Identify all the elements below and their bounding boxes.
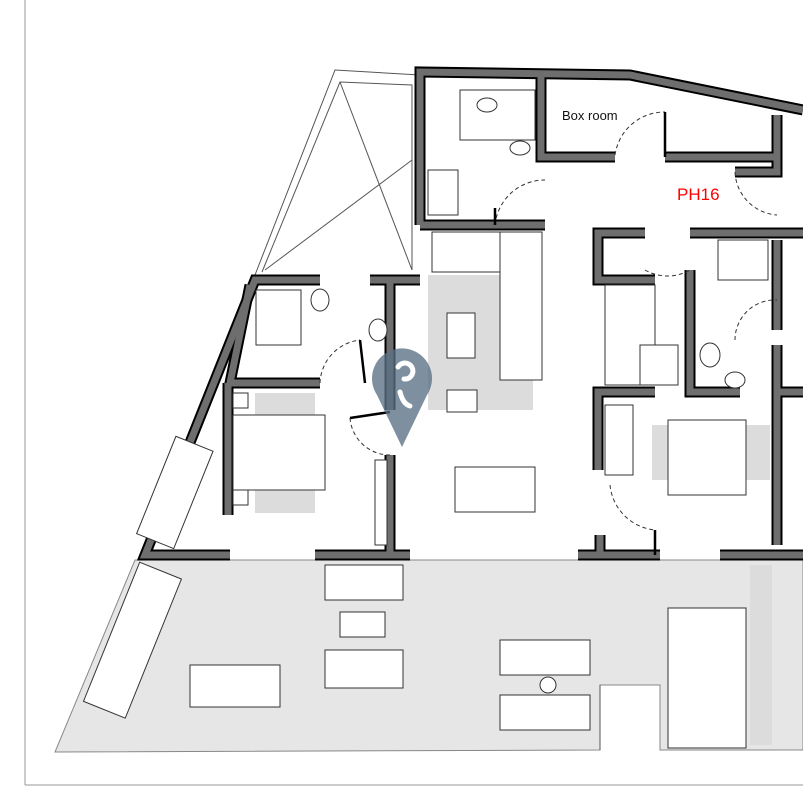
wall <box>686 270 740 396</box>
wall <box>416 68 803 225</box>
balcony <box>254 69 421 276</box>
sink <box>476 97 498 113</box>
location-pin-icon[interactable] <box>372 348 433 447</box>
wall <box>735 160 781 176</box>
outdoor-sofa <box>324 649 404 689</box>
armchair <box>446 389 478 413</box>
sink <box>724 371 746 389</box>
coffee-table <box>446 312 476 359</box>
bed-right <box>667 419 747 496</box>
doors <box>319 111 778 555</box>
room-label-box-room: Box room <box>562 108 618 123</box>
shower-corner <box>639 344 679 386</box>
outdoor-sofa <box>324 564 404 601</box>
hot-tub <box>667 607 747 749</box>
furniture <box>82 89 769 749</box>
wall <box>592 227 655 286</box>
cabinet <box>427 169 459 216</box>
shower <box>255 289 302 346</box>
bed-left <box>232 414 326 491</box>
walls <box>136 66 803 561</box>
side-table <box>539 676 557 694</box>
shower-right <box>717 239 769 281</box>
sink <box>368 318 388 342</box>
wardrobe-right <box>604 404 634 476</box>
wall <box>665 115 783 163</box>
outdoor-table <box>339 611 386 638</box>
pin-glyph-icon <box>395 360 416 409</box>
dining-table <box>454 466 536 513</box>
toilet <box>310 288 330 312</box>
wall <box>594 229 655 284</box>
toilet <box>509 140 531 156</box>
outdoor-kitchen <box>82 561 183 719</box>
nightstand <box>232 392 249 409</box>
sun-lounger <box>499 694 591 731</box>
wall <box>594 388 655 470</box>
wall <box>665 115 781 161</box>
toilet <box>699 342 721 368</box>
wall <box>537 77 615 161</box>
bathroom-vanity <box>459 89 536 141</box>
wardrobe <box>374 459 388 546</box>
outdoor-dining-table <box>189 664 281 708</box>
sun-lounger <box>499 639 591 676</box>
wardrobe-left <box>135 435 214 550</box>
unit-label: PH16 <box>677 185 720 204</box>
wall <box>139 276 320 559</box>
nightstand <box>232 489 249 506</box>
sofa-section <box>499 231 543 381</box>
